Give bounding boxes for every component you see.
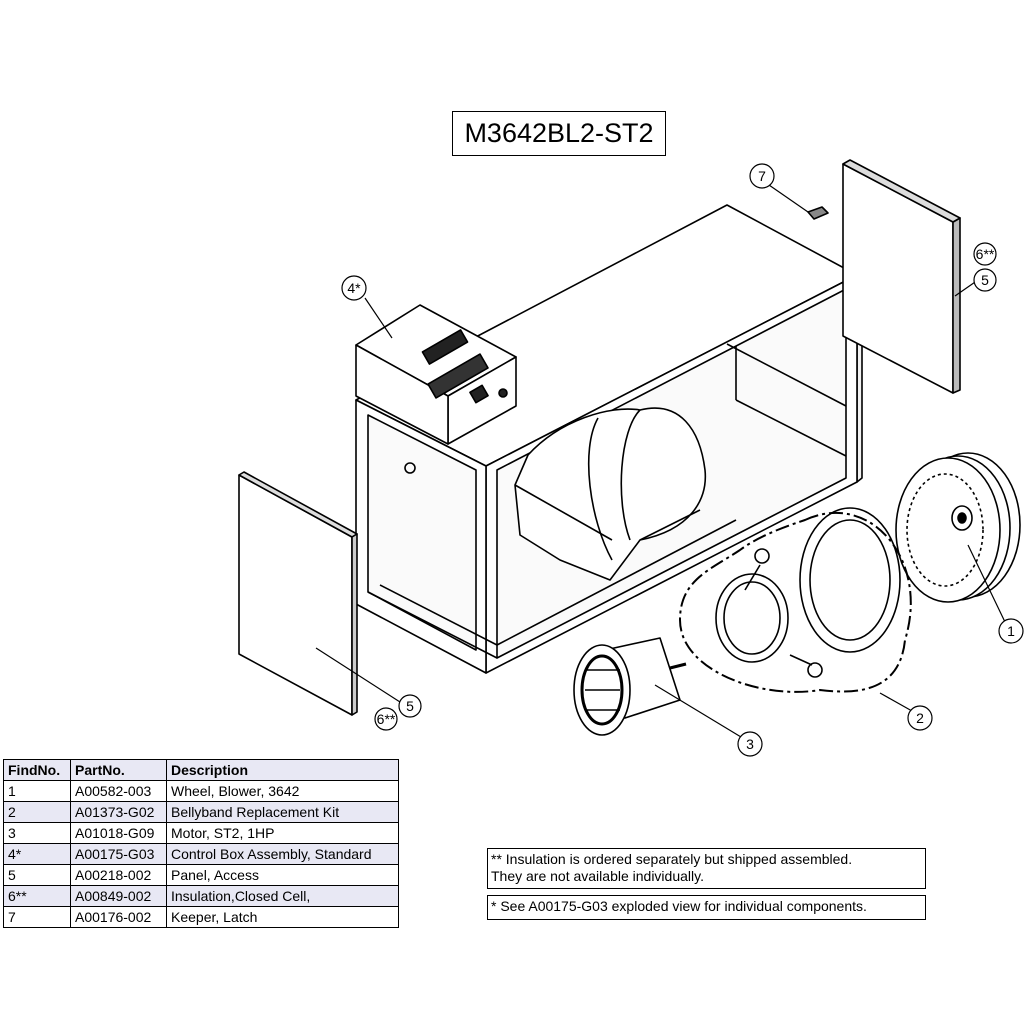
callout-4-label: 4* bbox=[347, 280, 361, 296]
left-access-panel bbox=[238, 471, 358, 716]
findno-cell: 6** bbox=[3, 885, 71, 907]
table-row: 6** A00849-002 Insulation,Closed Cell, bbox=[3, 885, 399, 907]
description-cell: Panel, Access bbox=[166, 864, 399, 886]
findno-cell: 4* bbox=[3, 843, 71, 865]
blower-wheel bbox=[895, 452, 1021, 603]
bellyband-kit bbox=[679, 507, 912, 693]
callout-2 bbox=[907, 705, 933, 731]
table-row: 2 A01373-G02 Bellyband Replacement Kit bbox=[3, 801, 399, 823]
callout-6-left-label: 6** bbox=[377, 711, 396, 727]
control-box-note: * See A00175-G03 exploded view for indiv… bbox=[487, 895, 926, 920]
callout-6-left bbox=[374, 707, 398, 731]
table-row: 4* A00175-G03 Control Box Assembly, Stan… bbox=[3, 843, 399, 865]
findno-cell: 1 bbox=[3, 780, 71, 802]
callout-5-right bbox=[973, 268, 997, 292]
control-box bbox=[355, 304, 517, 445]
insulation-note: ** Insulation is ordered separately but … bbox=[487, 848, 926, 889]
table-row: 3 A01018-G09 Motor, ST2, 1HP bbox=[3, 822, 399, 844]
insulation-note-line1: ** Insulation is ordered separately but … bbox=[491, 851, 853, 867]
callout-6-right-label: 6** bbox=[976, 246, 995, 262]
findno-cell: 7 bbox=[3, 906, 71, 928]
table-row: 5 A00218-002 Panel, Access bbox=[3, 864, 399, 886]
findno-cell: 5 bbox=[3, 864, 71, 886]
callout-7-label: 7 bbox=[758, 168, 766, 184]
insulation-note-line2: They are not available individually. bbox=[491, 868, 704, 884]
description-cell: Wheel, Blower, 3642 bbox=[166, 780, 399, 802]
description-cell: Motor, ST2, 1HP bbox=[166, 822, 399, 844]
motor bbox=[573, 637, 687, 736]
drawing-title: M3642BL2-ST2 bbox=[452, 111, 666, 156]
callout-5-left-label: 5 bbox=[406, 698, 414, 714]
blower-housing bbox=[514, 407, 707, 581]
callout-3 bbox=[737, 731, 763, 757]
header-partno: PartNo. bbox=[70, 759, 167, 781]
callout-5-left bbox=[398, 694, 422, 718]
latch-keeper bbox=[807, 206, 829, 220]
partno-cell: A00176-002 bbox=[70, 906, 167, 928]
callout-1-label: 1 bbox=[1007, 623, 1015, 639]
callout-1 bbox=[998, 618, 1024, 644]
callout-3-label: 3 bbox=[746, 736, 754, 752]
partno-cell: A00175-G03 bbox=[70, 843, 167, 865]
findno-cell: 3 bbox=[3, 822, 71, 844]
table-row: 7 A00176-002 Keeper, Latch bbox=[3, 906, 399, 928]
header-description: Description bbox=[166, 759, 399, 781]
description-cell: Control Box Assembly, Standard bbox=[166, 843, 399, 865]
callout-7 bbox=[749, 163, 775, 189]
leader-lines bbox=[315, 184, 1006, 738]
callout-6-right bbox=[973, 242, 997, 266]
partno-cell: A00582-003 bbox=[70, 780, 167, 802]
description-cell: Bellyband Replacement Kit bbox=[166, 801, 399, 823]
callout-4 bbox=[341, 275, 367, 301]
header-findno: FindNo. bbox=[3, 759, 71, 781]
callout-2-label: 2 bbox=[916, 710, 924, 726]
table-row: 1 A00582-003 Wheel, Blower, 3642 bbox=[3, 780, 399, 802]
description-cell: Keeper, Latch bbox=[166, 906, 399, 928]
right-access-panel bbox=[842, 159, 961, 394]
partno-cell: A01373-G02 bbox=[70, 801, 167, 823]
parts-table: FindNo. PartNo. Description 1 A00582-003… bbox=[3, 759, 399, 928]
partno-cell: A00218-002 bbox=[70, 864, 167, 886]
partno-cell: A01018-G09 bbox=[70, 822, 167, 844]
callout-5-right-label: 5 bbox=[981, 272, 989, 288]
table-header-row: FindNo. PartNo. Description bbox=[3, 759, 399, 781]
description-cell: Insulation,Closed Cell, bbox=[166, 885, 399, 907]
partno-cell: A00849-002 bbox=[70, 885, 167, 907]
findno-cell: 2 bbox=[3, 801, 71, 823]
